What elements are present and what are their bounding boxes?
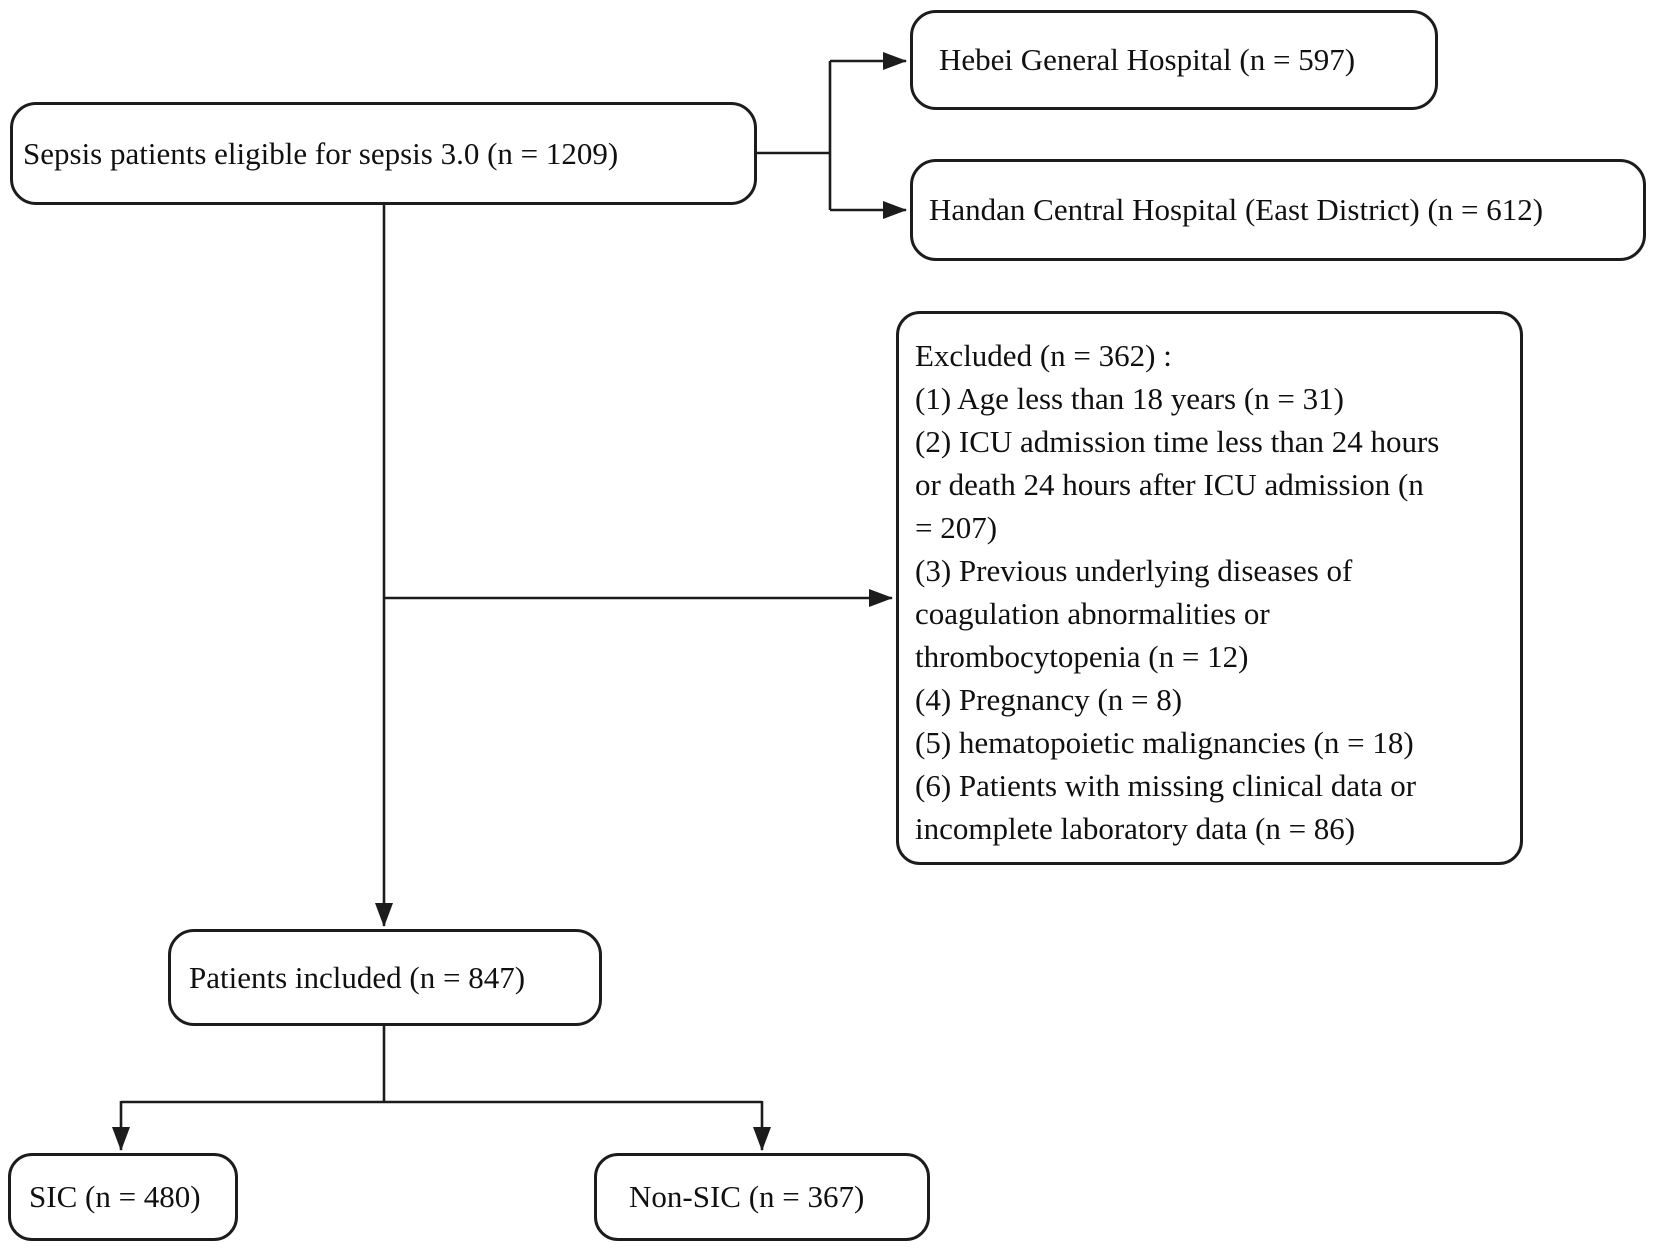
box-eligible-patients: Sepsis patients eligible for sepsis 3.0 … xyxy=(10,102,757,205)
excluded-line: (2) ICU admission time less than 24 hour… xyxy=(915,424,1440,459)
box-handan-hospital: Handan Central Hospital (East District) … xyxy=(910,159,1646,261)
excluded-line: or death 24 hours after ICU admission (n xyxy=(915,467,1424,502)
eligible-patients-label: Sepsis patients eligible for sepsis 3.0 … xyxy=(23,135,619,171)
excluded-line: (1) Age less than 18 years (n = 31) xyxy=(915,381,1344,416)
handan-hospital-label: Handan Central Hospital (East District) … xyxy=(929,192,1544,228)
excluded-line: = 207) xyxy=(915,510,998,545)
box-sic-group: SIC (n = 480) xyxy=(8,1153,238,1241)
box-hebei-hospital: Hebei General Hospital (n = 597) xyxy=(910,10,1438,110)
excluded-line: (3) Previous underlying diseases of xyxy=(915,553,1353,588)
box-patients-included: Patients included (n = 847) xyxy=(168,929,602,1026)
excluded-line: coagulation abnormalities or xyxy=(915,596,1270,631)
excluded-line: (4) Pregnancy (n = 8) xyxy=(915,682,1183,717)
box-nonsic-group: Non-SIC (n = 367) xyxy=(594,1153,930,1241)
excluded-line: thrombocytopenia (n = 12) xyxy=(915,639,1249,674)
excluded-header: Excluded (n = 362) : xyxy=(915,338,1172,373)
excluded-line: incomplete laboratory data (n = 86) xyxy=(915,811,1356,846)
sic-group-label: SIC (n = 480) xyxy=(29,1179,201,1215)
excluded-line: (6) Patients with missing clinical data … xyxy=(915,768,1417,803)
nonsic-group-label: Non-SIC (n = 367) xyxy=(629,1179,865,1215)
hebei-hospital-label: Hebei General Hospital (n = 597) xyxy=(939,42,1356,78)
patients-included-label: Patients included (n = 847) xyxy=(189,959,526,995)
excluded-line: (5) hematopoietic malignancies (n = 18) xyxy=(915,725,1414,760)
box-excluded: Excluded (n = 362) : (1) Age less than 1… xyxy=(896,311,1523,865)
